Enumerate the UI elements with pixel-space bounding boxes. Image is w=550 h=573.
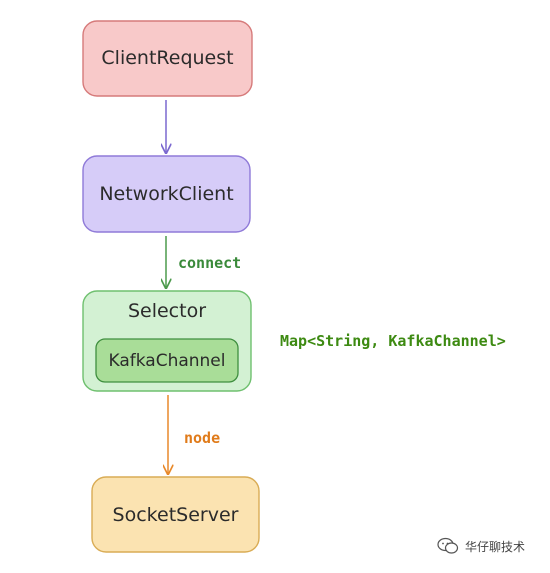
watermark-text: 华仔聊技术 xyxy=(465,539,526,554)
selector-label: Selector xyxy=(128,300,206,322)
edge-label-node: node xyxy=(184,429,220,447)
socket-server-label: SocketServer xyxy=(113,504,239,526)
selector-node: Selector KafkaChannel xyxy=(82,290,252,392)
network-client-node: NetworkClient xyxy=(82,155,251,233)
kafka-channel-box xyxy=(95,338,239,383)
wechat-icon xyxy=(437,537,459,554)
socket-server-node: SocketServer xyxy=(91,476,260,553)
network-client-label: NetworkClient xyxy=(99,183,233,205)
network-client-box xyxy=(82,155,251,233)
socket-server-box xyxy=(91,476,260,553)
kafka-channel-label: KafkaChannel xyxy=(108,351,225,371)
client-request-node: ClientRequest xyxy=(82,20,253,97)
client-request-label: ClientRequest xyxy=(101,47,233,69)
client-request-box xyxy=(82,20,253,97)
watermark: 华仔聊技术 xyxy=(437,537,525,555)
edge-label-connect: connect xyxy=(178,254,241,272)
annotation-map-label: Map<String, KafkaChannel> xyxy=(280,332,506,350)
kafka-channel-node: KafkaChannel xyxy=(95,338,239,383)
